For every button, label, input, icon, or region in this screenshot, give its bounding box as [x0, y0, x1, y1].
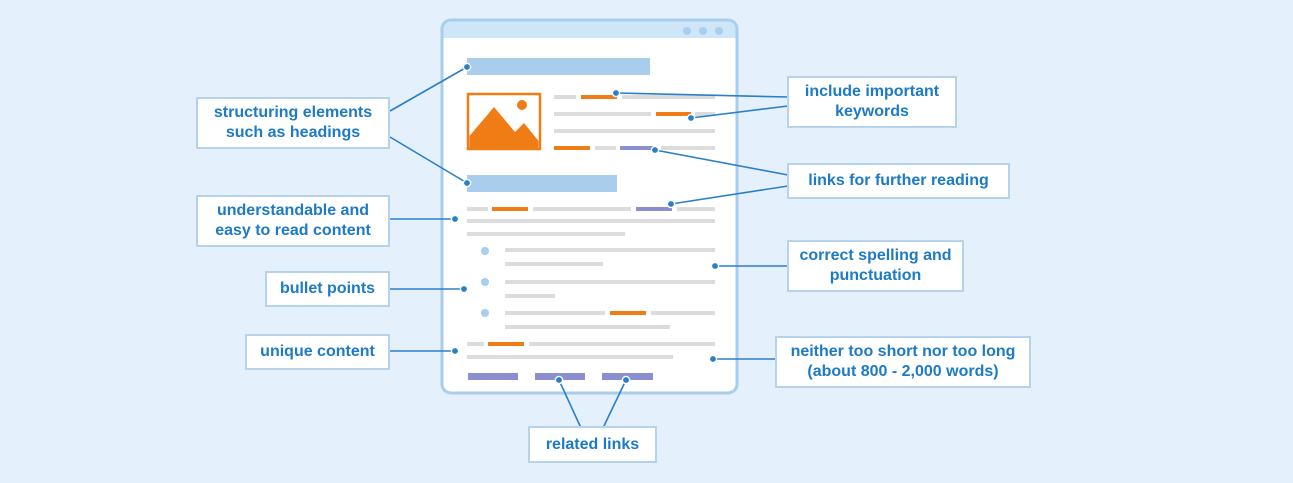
window-frame	[440, 18, 739, 395]
keyword-mark	[581, 95, 617, 99]
closing-lines	[467, 342, 715, 359]
label-related-links: related links	[528, 426, 657, 463]
bullet-dot	[481, 278, 489, 286]
link-mark	[636, 207, 672, 211]
bullet-dot	[481, 247, 489, 255]
three-dot-icon	[683, 27, 723, 35]
paragraph-lines	[467, 207, 715, 236]
intro-text-lines	[554, 95, 715, 150]
connector-keywords-2	[690, 105, 789, 119]
connector-dots	[450, 62, 720, 385]
label-bullet-points: bullet points	[265, 271, 390, 307]
image-icon	[466, 92, 542, 151]
bullet-list	[481, 247, 715, 329]
connector-keywords-1	[615, 92, 789, 98]
connector-structuring-2	[389, 136, 468, 184]
link-mark	[620, 146, 656, 150]
keyword-mark	[492, 207, 528, 211]
label-important-keywords: include important keywords	[787, 76, 957, 128]
connector-further-2	[670, 185, 789, 205]
label-understandable-content: understandable and easy to read content	[196, 195, 390, 247]
keyword-mark	[656, 112, 691, 116]
heading-bar-2	[467, 175, 617, 192]
label-spelling-punctuation: correct spelling and punctuation	[787, 240, 964, 292]
label-content-length: neither too short nor too long (about 80…	[775, 336, 1031, 388]
heading-bar-1	[467, 58, 650, 75]
connector-related-1	[558, 379, 582, 429]
connector-related-2	[602, 379, 627, 429]
browser-window	[440, 18, 739, 395]
keyword-mark	[488, 342, 524, 346]
connectors	[389, 66, 789, 429]
label-unique-content: unique content	[245, 334, 390, 370]
label-structuring-elements: structuring elements such as headings	[196, 97, 390, 149]
connector-structuring-1	[389, 66, 468, 112]
connector-further-1	[654, 149, 789, 176]
bullet-dot	[481, 309, 489, 317]
keyword-mark	[610, 311, 646, 315]
window-title-bar	[443, 21, 736, 38]
keyword-mark	[554, 146, 590, 150]
label-further-reading-links: links for further reading	[787, 163, 1010, 199]
